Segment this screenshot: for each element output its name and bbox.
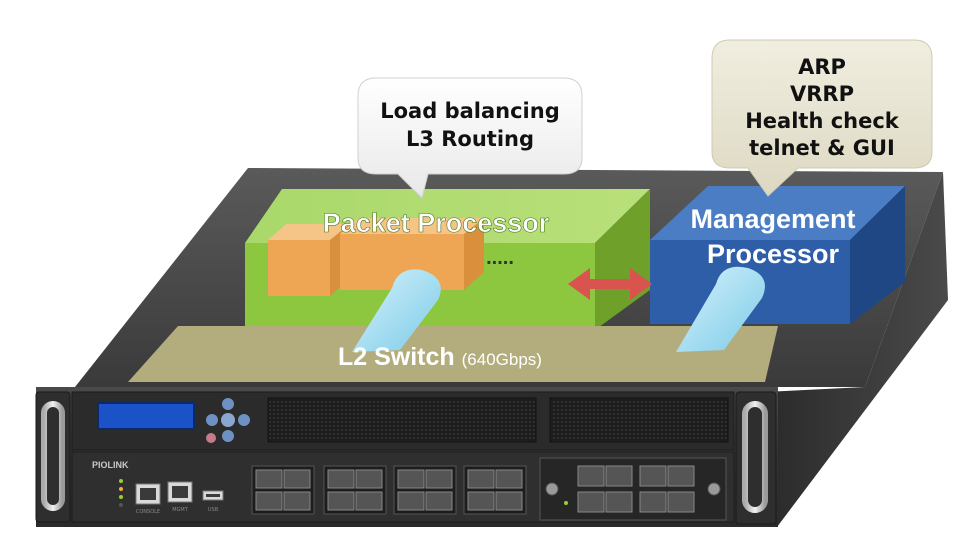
callout-right-line4: telnet & GUI <box>749 136 895 160</box>
console-port-label: CONSOLE <box>136 509 160 515</box>
sfp-port[interactable] <box>605 491 633 513</box>
handle-right-icon <box>742 401 768 513</box>
sfp-port[interactable] <box>495 491 523 511</box>
sfp-port[interactable] <box>639 465 667 487</box>
packet-processor-label: Packet Processor <box>323 208 550 238</box>
sfp-port[interactable] <box>255 469 283 489</box>
keypad-up-icon[interactable] <box>222 398 234 410</box>
sfp-port[interactable] <box>327 491 355 511</box>
rack-ear-right <box>735 391 777 525</box>
sfp-port[interactable] <box>667 465 695 487</box>
status-leds <box>119 479 123 507</box>
l2-switch-title: L2 Switch <box>338 343 455 371</box>
keypad-left-icon[interactable] <box>206 414 218 426</box>
management-processor-top <box>650 186 905 240</box>
sfp-port[interactable] <box>577 491 605 513</box>
mgmt-port-label: MGMT <box>172 507 189 513</box>
bidirectional-arrow <box>568 268 652 300</box>
connector-pipes <box>352 266 765 352</box>
ellipsis-label: ..... <box>486 247 514 269</box>
sfp-port[interactable] <box>283 491 311 511</box>
sfp-port[interactable] <box>327 469 355 489</box>
callout-left-line2: L3 Routing <box>406 127 534 151</box>
sfp-port-group-3 <box>393 465 457 515</box>
callout-right-line3: Health check <box>745 109 900 133</box>
status-led-2 <box>119 487 123 491</box>
brand-logo: PIOLINK <box>92 460 129 470</box>
callout-left-line1: Load balancing <box>380 99 559 123</box>
sfp-port[interactable] <box>355 469 383 489</box>
callout-left-bubble <box>357 77 583 199</box>
keypad-down-icon[interactable] <box>222 430 234 442</box>
callout-right-line1: ARP <box>798 55 846 79</box>
status-led-1 <box>119 479 123 483</box>
packet-processor-pipe <box>352 269 441 352</box>
rack-ear-left <box>35 391 71 523</box>
sfp-port[interactable] <box>283 469 311 489</box>
sfp-port[interactable] <box>255 491 283 511</box>
keypad-right-icon[interactable] <box>238 414 250 426</box>
mgmt-port[interactable] <box>167 481 193 503</box>
sfp-port[interactable] <box>397 469 425 489</box>
module-led <box>564 501 568 505</box>
sfp-port[interactable] <box>495 469 523 489</box>
vent-grille-right <box>549 397 729 443</box>
sfp-port[interactable] <box>425 469 453 489</box>
callout-packet-processor: Load balancing L3 Routing <box>357 77 583 199</box>
sfp-port[interactable] <box>605 465 633 487</box>
expansion-module <box>539 457 727 521</box>
front-panel: PIOLINK CONSOLE MGMT USB <box>35 387 778 527</box>
status-led-3 <box>119 495 123 499</box>
console-port[interactable] <box>135 483 161 505</box>
l2-switch-label: L2 Switch (640Gbps) <box>338 343 542 371</box>
sfp-port[interactable] <box>577 465 605 487</box>
usb-port-label: USB <box>208 507 219 513</box>
management-processor-label-line1: Management <box>690 204 855 234</box>
handle-left-icon <box>41 401 65 511</box>
keypad-center-icon[interactable] <box>221 413 235 427</box>
management-processor-pipe <box>676 266 765 352</box>
l2-switch-block <box>128 326 778 382</box>
l2-switch-speed: (640Gbps) <box>462 350 542 369</box>
thumbscrew-right-icon[interactable] <box>707 482 721 496</box>
sfp-port[interactable] <box>667 491 695 513</box>
sfp-port-group-4 <box>463 465 527 515</box>
keypad-cancel-icon[interactable] <box>206 433 216 443</box>
sfp-port[interactable] <box>425 491 453 511</box>
sfp-port[interactable] <box>467 469 495 489</box>
status-led-4 <box>119 503 123 507</box>
arrow-shape <box>568 268 652 300</box>
usb-port[interactable] <box>202 490 224 501</box>
sfp-port[interactable] <box>397 491 425 511</box>
vent-grille-left <box>267 397 537 443</box>
sfp-port-group-1 <box>251 465 315 515</box>
management-processor-block <box>650 186 905 324</box>
thumbscrew-left-icon[interactable] <box>545 482 559 496</box>
sfp-port[interactable] <box>467 491 495 511</box>
callout-right-line2: VRRP <box>790 82 854 106</box>
management-processor-side <box>850 186 905 324</box>
lcd-display <box>97 402 195 430</box>
sfp-port-group-2 <box>323 465 387 515</box>
callout-right-bubble <box>711 39 933 197</box>
chassis-side <box>765 172 948 527</box>
callout-management-processor: ARP VRRP Health check telnet & GUI <box>711 39 933 197</box>
sfp-port[interactable] <box>355 491 383 511</box>
l2-switch-top <box>128 326 778 382</box>
management-processor-label-line2: Processor <box>707 239 840 269</box>
nav-keypad <box>206 398 250 443</box>
sfp-port[interactable] <box>639 491 667 513</box>
